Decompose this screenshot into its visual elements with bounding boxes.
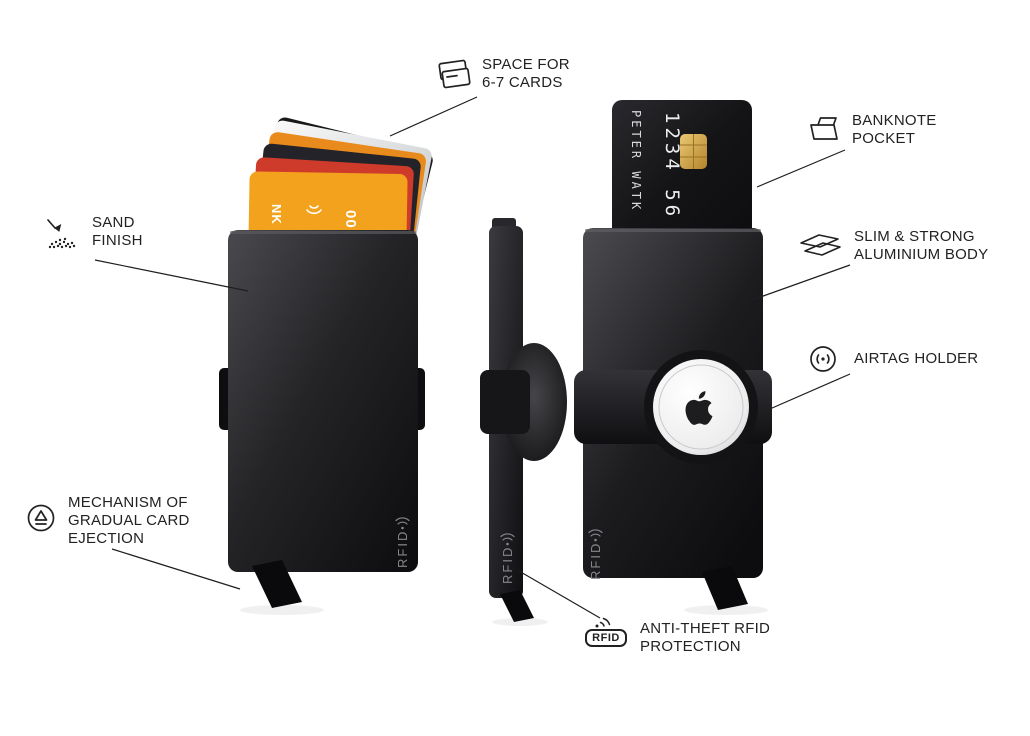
emv-chip: [680, 134, 707, 169]
front-top-edge-highlight: [230, 231, 416, 234]
wallet-back-view: PETER WATK 1234 56: [574, 100, 772, 610]
callout-text: MECHANISM OF GRADUAL CARD EJECTION: [68, 494, 190, 548]
callout-line: FINISH: [92, 232, 143, 249]
callout-line: EJECTION: [68, 530, 145, 547]
callout-line: GRADUAL CARD: [68, 512, 190, 529]
callout-text: ANTI-THEFT RFID PROTECTION: [640, 620, 770, 656]
card-number: 1234 56: [661, 112, 683, 220]
rfid-print-text: RFID: [588, 542, 603, 580]
credit-card: PETER WATK 1234 56: [612, 100, 752, 248]
airtag-printed-ring: [658, 364, 744, 450]
credit-card-body: [612, 100, 752, 248]
front-rfid-print: RFID: [395, 517, 410, 568]
card-holder-name: PETER WATK: [629, 110, 643, 212]
back-stand-foot: [702, 566, 748, 610]
connector-card-ejection: [111, 548, 241, 590]
callout-airtag-holder: AIRTAG HOLDER: [804, 340, 978, 378]
rfid-badge-label: RFID: [585, 629, 627, 647]
callout-rfid-protection: RFID ANTI-THEFT RFID PROTECTION: [584, 614, 770, 656]
connector-airtag-holder: [762, 373, 851, 413]
sand-finish-icon: [47, 219, 76, 249]
connector-space-for-cards: [389, 96, 478, 137]
side-rfid-print: RFID: [500, 533, 515, 584]
back-rfid-print: RFID: [588, 529, 603, 580]
callout-text: SAND FINISH: [92, 214, 143, 250]
side-stand-foot: [500, 590, 534, 622]
rfid-shield-icon: RFID: [584, 614, 628, 647]
airtag: [644, 350, 758, 464]
sand-grains: [48, 237, 76, 249]
connector-slim-aluminium: [751, 264, 851, 301]
callout-slim-aluminium-body: SLIM & STRONG ALUMINIUM BODY: [796, 228, 988, 264]
callout-sand-finish: SAND FINISH: [40, 214, 143, 254]
aluminium-sheet-icon: [800, 234, 841, 256]
callout-text: BANKNOTE POCKET: [852, 112, 937, 148]
connector-rfid-protection: [518, 570, 601, 619]
back-top-edge-highlight: [585, 229, 761, 232]
callout-line: PROTECTION: [640, 638, 741, 655]
callout-line: ANTI-THEFT RFID: [640, 620, 771, 637]
rfid-print-text: RFID: [500, 546, 515, 584]
front-body: [228, 230, 418, 572]
callout-line: SAND: [92, 214, 135, 231]
airtag-icon: [810, 346, 836, 372]
callout-text: AIRTAG HOLDER: [854, 350, 978, 368]
cards-icon: [438, 59, 471, 89]
callout-line: MECHANISM OF: [68, 494, 188, 511]
rfid-print-waves-icon: [395, 517, 410, 530]
rfid-print-waves-icon: [588, 529, 603, 542]
connector-sand-finish: [94, 259, 249, 292]
front-stand-foot: [252, 560, 302, 608]
card-number-fragment-text: 00: [342, 210, 359, 229]
callout-text: SLIM & STRONG ALUMINIUM BODY: [854, 228, 988, 264]
card-bank-partial-text: NK: [269, 204, 284, 225]
connector-banknote-pocket: [756, 149, 846, 188]
callout-line: ALUMINIUM BODY: [854, 246, 989, 263]
apple-logo: [685, 391, 713, 425]
rfid-print-text: RFID: [395, 530, 410, 568]
callout-banknote-pocket: BANKNOTE POCKET: [806, 112, 937, 148]
banknote-pocket-icon: [810, 117, 838, 140]
callout-card-ejection: MECHANISM OF GRADUAL CARD EJECTION: [22, 494, 190, 548]
connector-lines: [94, 96, 851, 619]
wallet-side-view: RFID: [480, 218, 567, 622]
callout-space-for-cards: SPACE FOR 6-7 CARDS: [436, 56, 570, 94]
callout-text: SPACE FOR 6-7 CARDS: [482, 56, 570, 92]
eject-mechanism-icon: [27, 504, 55, 532]
callout-line: AIRTAG HOLDER: [854, 350, 979, 367]
rfid-print-waves-icon: [500, 533, 515, 546]
ground-shadows: [240, 605, 768, 626]
callout-line: 6-7 CARDS: [482, 74, 563, 91]
side-band: [480, 370, 530, 434]
callout-line: BANKNOTE: [852, 112, 937, 129]
rfid-waves-icon: [595, 617, 611, 628]
contactless-icon: [306, 205, 322, 215]
callout-line: POCKET: [852, 130, 916, 147]
callout-line: SLIM & STRONG: [854, 228, 975, 245]
wallet-front-view: NK 00 RFID: [219, 117, 433, 608]
callout-line: SPACE FOR: [482, 56, 570, 73]
